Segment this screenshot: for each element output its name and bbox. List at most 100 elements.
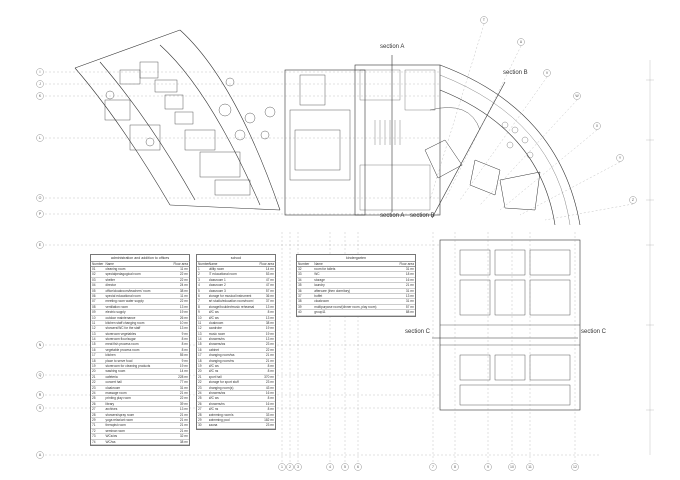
table-cell: 28	[198, 412, 202, 417]
table-cell: 29	[92, 417, 96, 422]
table-cell: 4	[198, 283, 200, 288]
table-cell: 23 m²	[265, 342, 274, 347]
table-cell: massage room	[105, 390, 127, 395]
table-cell: 36 m²	[265, 293, 274, 298]
table-cell: WC	[314, 272, 320, 277]
section-c-label-right: section C	[581, 329, 607, 335]
table-cell: showers/ws	[208, 390, 226, 395]
table-cell: classroom 3	[208, 288, 226, 293]
admin-wing-facade-wall	[179, 29, 281, 211]
table-cell: 370 m²	[264, 374, 274, 379]
table-cell: 21 m²	[265, 353, 274, 358]
table-cell: cloakroom	[105, 385, 121, 390]
table-cell: 10	[92, 315, 96, 320]
table-cell: 31 m²	[405, 299, 414, 304]
table-cell: changing room(s)	[208, 385, 234, 390]
table-cell: 01	[92, 267, 96, 271]
table-cell: 21 m²	[179, 428, 188, 433]
table-cell: 22 m²	[179, 396, 188, 401]
table-cell: 8 m²	[267, 407, 274, 412]
table-cell: 8 m²	[267, 369, 274, 374]
table-cell: 21 m²	[179, 417, 188, 422]
table-cell: 55 m²	[179, 353, 188, 358]
table-cell: 21 m²	[265, 358, 274, 363]
table-cell: showers/ws	[208, 342, 226, 347]
table-cell: WC ns	[208, 407, 219, 412]
table-cell: IT educational room	[208, 272, 237, 277]
table-cell: showers/ns	[208, 401, 225, 406]
grid-label: 10	[510, 465, 514, 469]
admin-wing-corridor-wall	[159, 44, 261, 206]
table-cell: swimming room/s	[208, 412, 234, 417]
table-cell: 40	[298, 310, 302, 315]
table-cell: specialpedagogical room	[105, 272, 141, 277]
table-cell: 228 m²	[178, 374, 188, 379]
table-cell: 8 m²	[181, 342, 188, 347]
table-cell: 32 m²	[179, 434, 188, 439]
table-cell: 22 m²	[179, 299, 188, 304]
table-cell: 8 m²	[181, 337, 188, 342]
table-cell: 10	[198, 315, 202, 320]
table-header-cell: Number	[298, 262, 310, 266]
table-cell: 1	[198, 267, 200, 271]
table-cell: 8 m²	[267, 310, 274, 315]
table-cell: 13 m²	[405, 293, 414, 298]
table-cell: WC/ws	[105, 439, 116, 444]
section-c-label-left: section C	[405, 329, 431, 335]
table-cell: 26	[92, 401, 96, 406]
table-cell: yoga relax/art room	[105, 417, 133, 422]
table-cell: storage for sport stuff	[208, 380, 239, 385]
table-cell: 38	[298, 299, 302, 304]
table-cell: director	[105, 283, 117, 288]
table-header-cell: Name	[208, 262, 218, 266]
table-cell: 13 m²	[265, 337, 274, 342]
table-cell: 13 m²	[179, 326, 188, 331]
table-cell: 33 m²	[265, 412, 274, 417]
table-cell: 15	[198, 342, 202, 347]
table-cell: vegetable process room	[105, 347, 140, 352]
table-cell: WC ws	[208, 396, 219, 401]
table-cell: 22 m²	[265, 347, 274, 352]
grid-label: 1	[281, 465, 283, 469]
table-cell: 16 m²	[405, 277, 414, 282]
table-cell: 10 m²	[179, 320, 188, 325]
table-cell: 88 m²	[405, 310, 414, 315]
table-cell: 9	[198, 310, 200, 315]
table-cell: 8 m²	[267, 364, 274, 369]
table-cell: 03	[92, 277, 96, 282]
table-cell: wardrobe	[208, 326, 222, 331]
table-cell: 57 m²	[265, 288, 274, 293]
section-a-label-bottom: section A	[380, 213, 405, 219]
grid-label: 11	[528, 465, 532, 469]
table-cell: 25	[92, 396, 96, 401]
table-cell: 26 m²	[179, 315, 188, 320]
table-cell: classroom 1	[208, 277, 226, 282]
